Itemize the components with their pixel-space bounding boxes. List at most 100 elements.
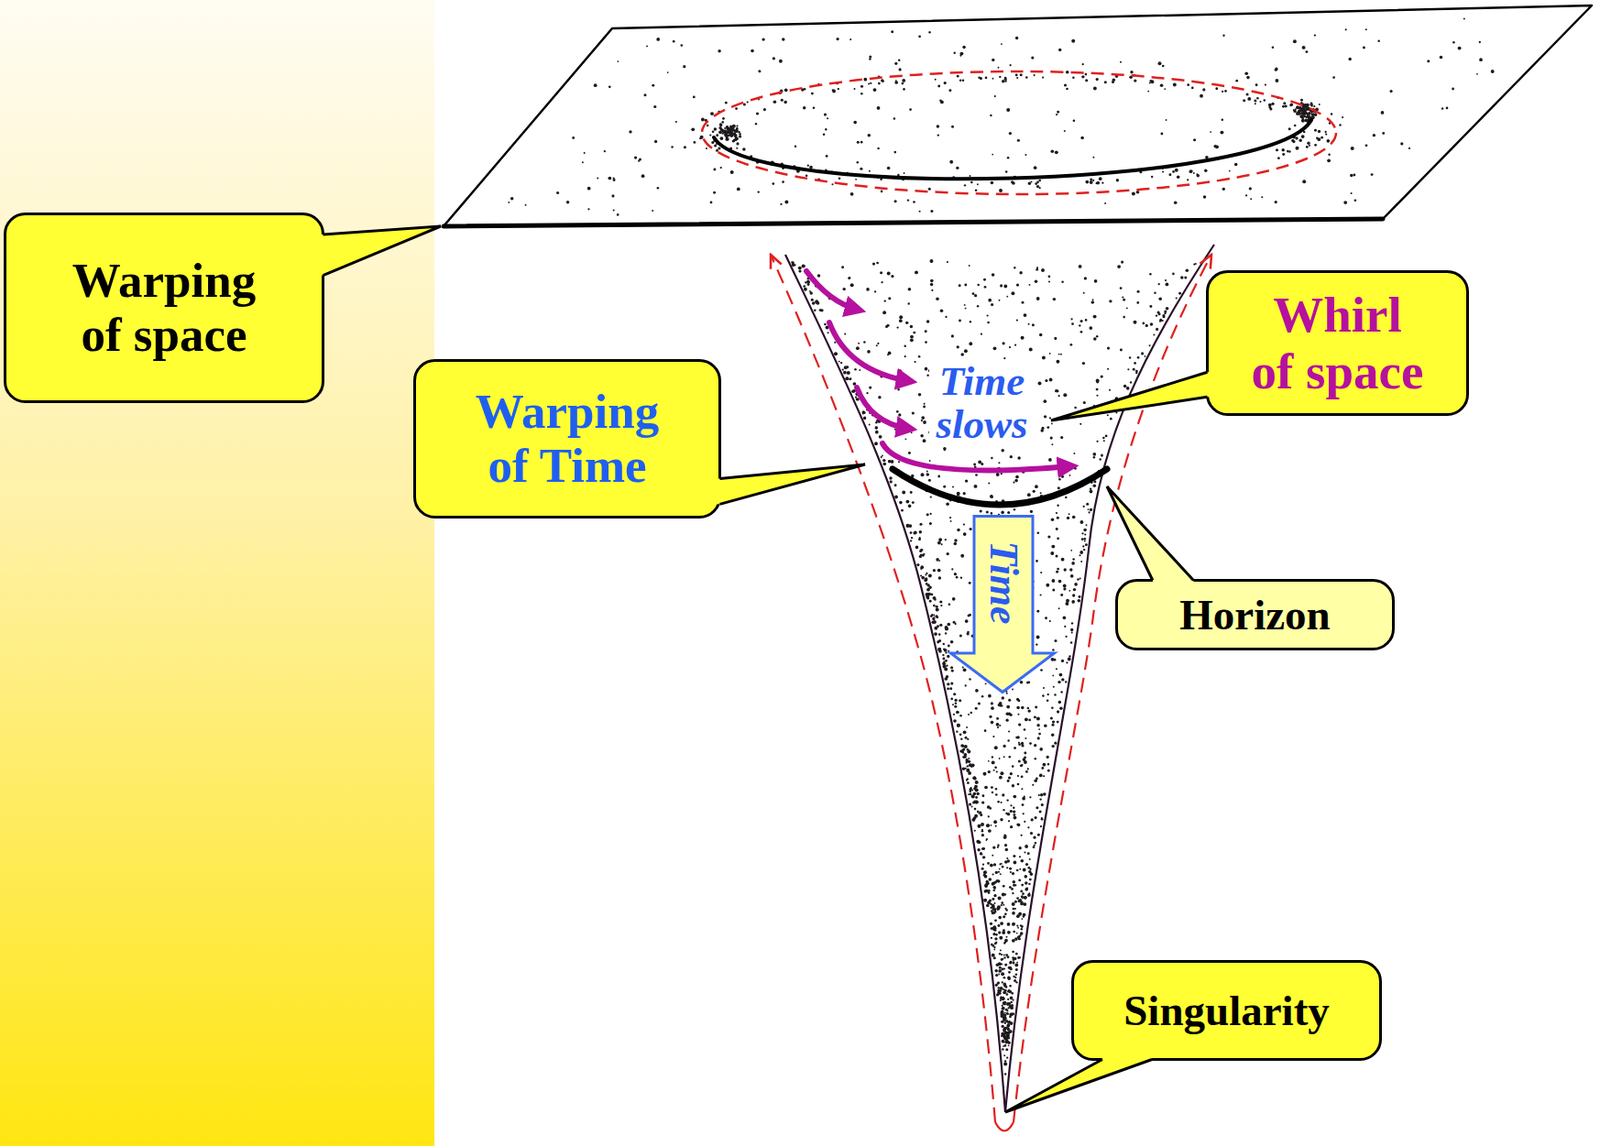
stipple-dot [968,678,971,680]
stipple-dot [1019,859,1024,864]
stipple-dot [844,376,849,381]
stipple-dot [1002,915,1006,919]
stipple-dot [942,447,947,451]
stipple-dot [1158,283,1161,285]
stipple-dot [1147,90,1150,93]
stipple-dot [1065,599,1070,603]
stipple-dot [930,495,932,498]
stipple-dot [897,174,900,177]
stipple-dot [1060,436,1064,439]
stipple-dot [959,714,963,718]
stipple-dot [1304,107,1309,111]
stipple-dot [1019,73,1023,77]
stipple-dot [1042,399,1047,404]
stipple-dot [989,824,992,827]
stipple-dot [877,82,881,86]
stipple-dot [938,633,942,636]
stipple-dot [1024,737,1027,740]
stipple-dot [1029,796,1031,799]
stipple-dot [1112,78,1117,83]
stipple-dot [999,771,1004,776]
stipple-dot [1281,148,1284,152]
stipple-dot [836,37,840,41]
stipple-dot [1003,1021,1007,1025]
stipple-dot [1030,818,1034,822]
stipple-dot [984,285,987,289]
stipple-dot [1000,863,1003,866]
stipple-dot [981,867,985,871]
stipple-dot [812,106,816,110]
stipple-dot [1060,353,1063,356]
stipple-dot [1055,527,1059,531]
stipple-dot [940,604,943,607]
stipple-dot [755,122,757,125]
stipple-dot [1013,816,1018,821]
stipple-dot [953,692,956,696]
stipple-dot [1015,36,1019,40]
stipple-dot [1350,146,1355,151]
stipple-dot [1035,643,1038,646]
stipple-dot [901,82,905,86]
stipple-dot [1073,467,1077,471]
stipple-dot [725,127,730,132]
stipple-dot [1016,869,1020,873]
stipple-dot [1021,803,1025,807]
stipple-dot [1001,1005,1004,1008]
stipple-dot [1005,812,1008,815]
stipple-dot [1104,202,1107,205]
stipple-dot [1022,868,1027,873]
stipple-dot [849,377,853,381]
stipple-dot [946,682,950,686]
stipple-dot [1452,41,1456,44]
stipple-dot [1019,868,1021,871]
stipple-dot [929,522,932,526]
stipple-dot [1149,305,1152,308]
stipple-dot [1290,102,1294,107]
stipple-dot [1305,145,1309,149]
stipple-dot [1476,73,1479,76]
stipple-dot [944,538,947,541]
stipple-dot [724,101,728,105]
stipple-dot [724,134,729,139]
stipple-dot [968,803,972,807]
stipple-dot [713,127,717,131]
stipple-dot [1007,739,1009,742]
stipple-dot [1052,686,1055,689]
stipple-dot [1004,1012,1007,1015]
stipple-dot [887,272,891,276]
stipple-dot [865,392,868,395]
stipple-dot [1186,178,1189,181]
stipple-dot [997,986,1000,989]
stipple-dot [1004,989,1008,993]
stipple-dot [898,318,903,323]
stipple-dot [987,760,990,763]
stipple-dot [1006,692,1009,695]
stipple-dot [991,854,994,857]
stipple-dot [1003,956,1006,959]
stipple-dot [1054,555,1058,559]
stipple-dot [962,45,966,50]
stipple-dot [1051,517,1055,522]
stipple-dot [723,131,726,134]
stipple-dot [784,200,789,205]
stipple-dot [987,298,992,303]
stipple-dot [1038,733,1042,736]
stipple-dot [967,760,971,764]
stipple-dot [1001,958,1004,961]
stipple-dot [1053,639,1057,643]
stipple-dot [935,605,939,609]
stipple-dot [1008,131,1012,135]
stipple-dot [991,883,995,887]
stipple-dot [1063,130,1066,132]
stipple-dot [1036,717,1041,722]
stipple-dot [926,319,931,324]
stipple-dot [903,344,906,347]
stipple-dot [1271,102,1274,106]
stipple-dot [1048,274,1052,278]
stipple-dot [880,190,884,194]
stipple-dot [1221,90,1224,93]
stipple-dot [841,265,844,269]
stipple-dot [993,949,996,952]
stipple-dot [991,791,994,794]
stipple-dot [1095,77,1099,81]
